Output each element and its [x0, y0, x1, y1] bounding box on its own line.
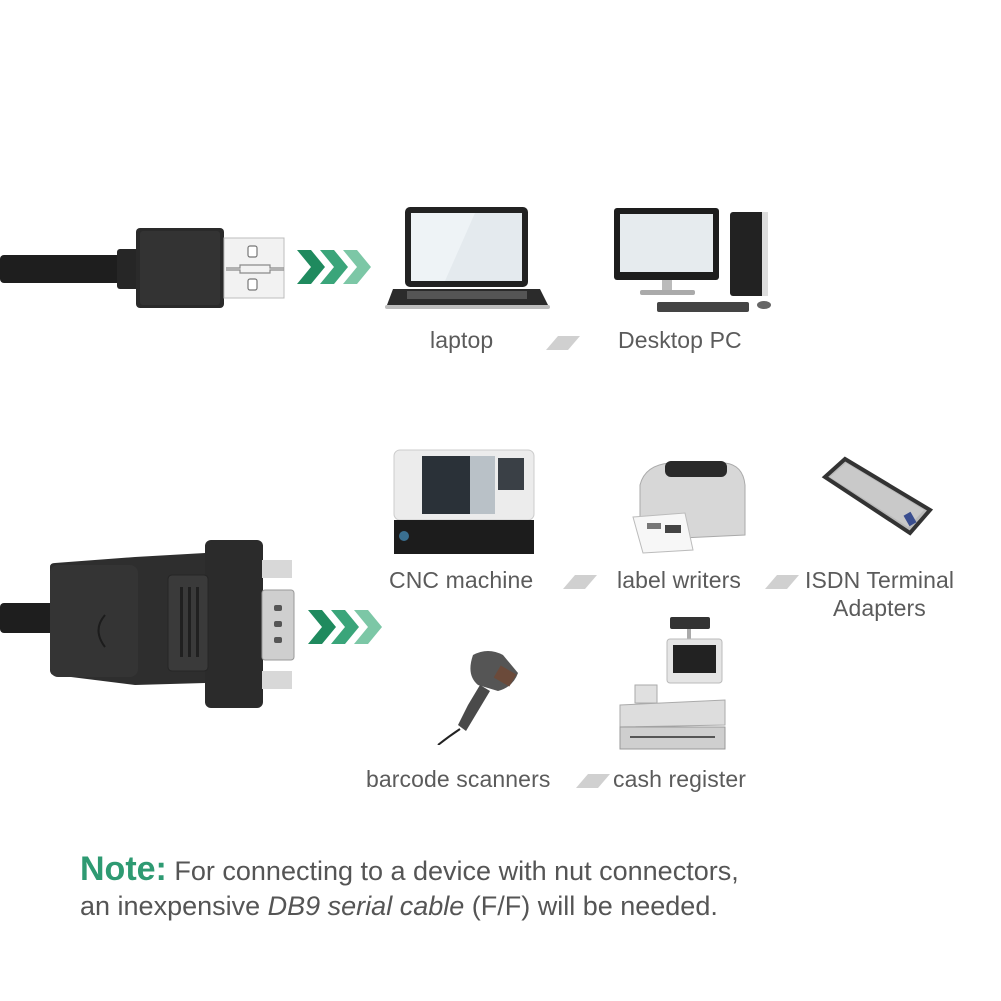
note-text: Note: For connecting to a device with nu… [80, 850, 739, 922]
separator-slash-icon [765, 575, 799, 589]
device-label-isdn-line2: Adapters [833, 595, 926, 621]
db9-cable-image [0, 540, 295, 708]
device-label-barcode-scanners: barcode scanners [366, 766, 551, 792]
device-label-isdn-line1: ISDN Terminal [805, 567, 955, 593]
isdn-adapter-image [821, 456, 934, 536]
cash-register-image [619, 617, 726, 750]
barcode-scanner-image [437, 651, 518, 745]
desktop-pc-image [614, 208, 771, 312]
device-label-laptop: laptop [430, 327, 494, 353]
device-label-cash-register: cash register [613, 766, 746, 792]
usb-cable-image [0, 228, 285, 308]
separator-slash-icon [546, 336, 580, 350]
label-writer-image [632, 461, 746, 554]
triple-chevron-right-icon [308, 610, 382, 644]
cnc-machine-image [393, 449, 535, 554]
note-label: Note: [80, 850, 167, 888]
db9-serial-cable-emphasis: DB9 serial cable [267, 891, 465, 921]
device-label-cnc-machine: CNC machine [389, 567, 534, 593]
device-label-desktop-pc: Desktop PC [618, 327, 742, 353]
laptop-image [385, 207, 550, 309]
triple-chevron-right-icon [297, 250, 371, 284]
device-label-label-writers: label writers [617, 567, 742, 593]
separator-slash-icon [576, 774, 610, 788]
separator-slash-icon [563, 575, 597, 589]
